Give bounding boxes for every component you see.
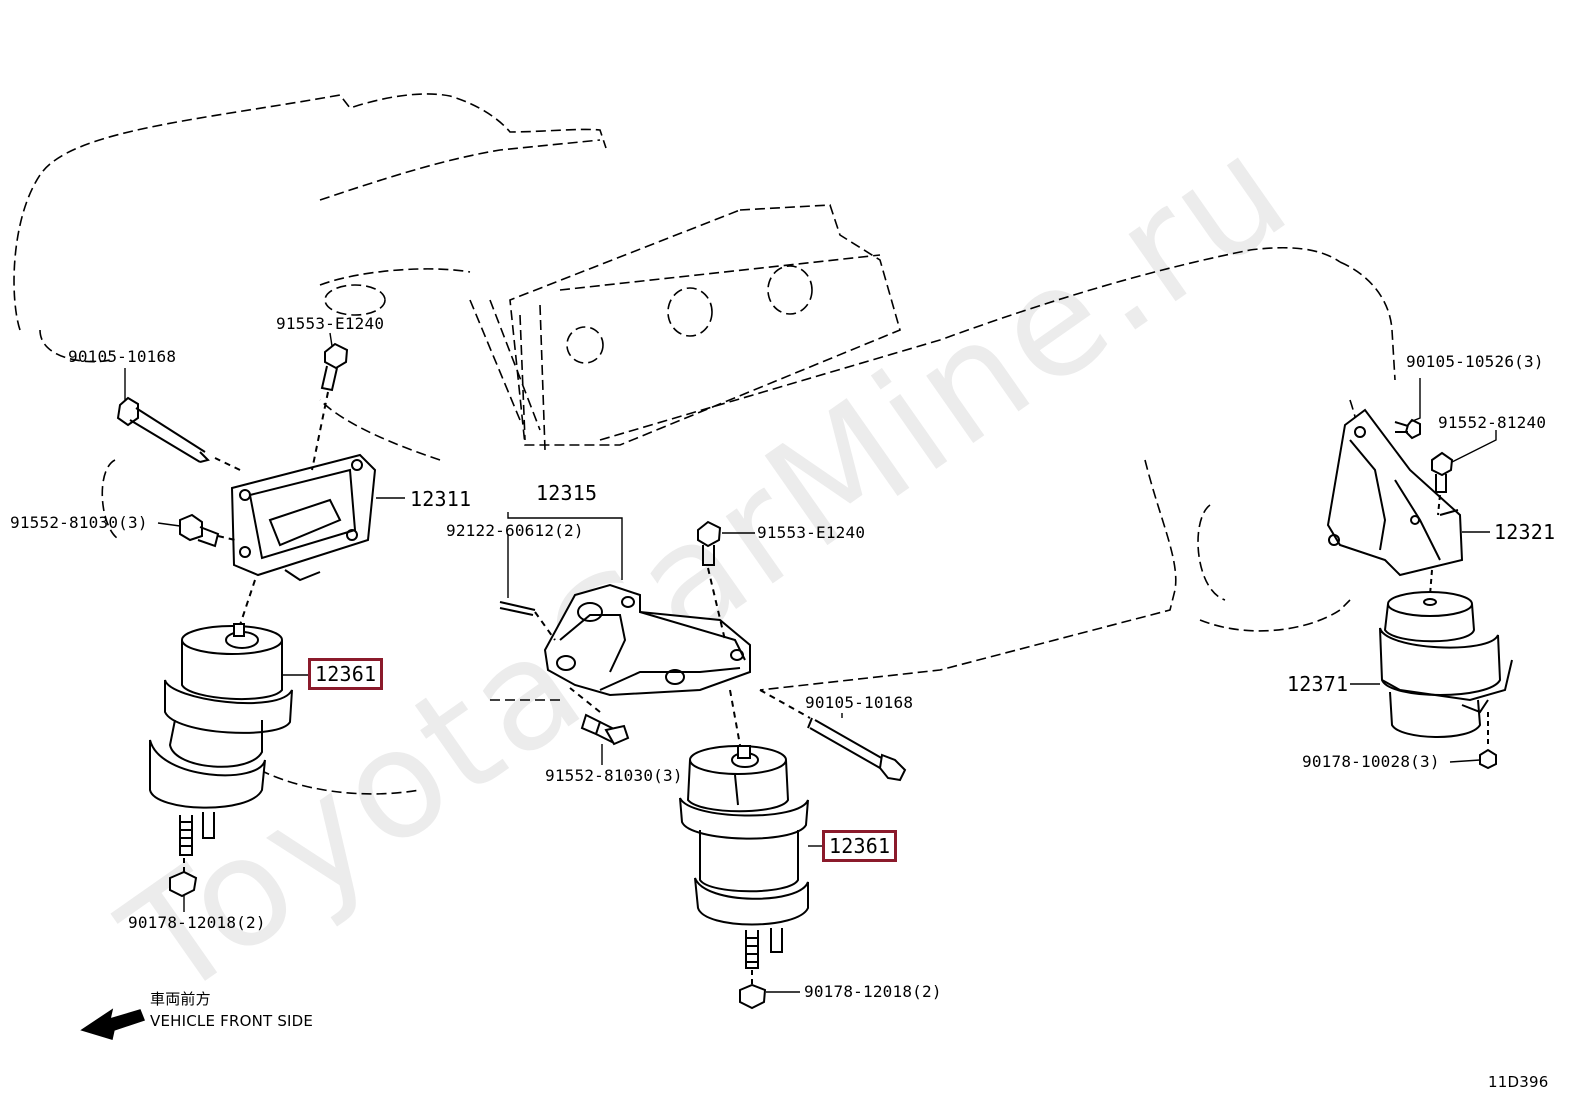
part-label-91553-e1240-top: 91553-E1240 (276, 314, 385, 333)
part-label-91552-81030-mid: 91552-81030(3) (545, 766, 683, 785)
bolt-90105-10526 (1394, 418, 1421, 440)
bracket-12315 (499, 583, 751, 697)
mount-12361-left (149, 579, 293, 898)
part-label-91552-81030-left: 91552-81030(3) (10, 513, 148, 532)
bolt-91552-81030-left (179, 513, 236, 548)
part-label-90105-10526: 90105-10526(3) (1406, 352, 1544, 371)
part-label-12361-left: 12361 (308, 658, 384, 690)
vehicle-front-label-en: VEHICLE FRONT SIDE (150, 1012, 314, 1030)
bolt-91553-e1240-top (311, 342, 349, 471)
bracket-12311 (230, 453, 377, 582)
part-label-12321: 12321 (1494, 520, 1556, 544)
part-label-92122-60612: 92122-60612(2) (446, 521, 584, 540)
part-label-90105-10168-mid: 90105-10168 (805, 693, 914, 712)
bolt-91552-81030-mid (569, 687, 630, 746)
part-label-12371: 12371 (1287, 672, 1349, 696)
part-label-90105-10168-left: 90105-10168 (68, 347, 177, 366)
vehicle-front-label-jp: 車両前方 (150, 990, 211, 1008)
bolt-90105-10168-left (116, 396, 241, 471)
part-label-90178-10028: 90178-10028(3) (1302, 752, 1440, 771)
bolt-91552-81240 (1431, 451, 1454, 516)
part-label-91552-81240: 91552-81240 (1438, 413, 1547, 432)
mount-12371 (1379, 569, 1513, 770)
part-label-90178-12018-left: 90178-12018(2) (128, 913, 266, 932)
bracket-12321 (1326, 408, 1464, 577)
front-direction-arrow (80, 1008, 145, 1040)
figure-code: 11D396 (1488, 1073, 1549, 1091)
part-label-12311: 12311 (410, 487, 472, 511)
part-label-91553-e1240-mid: 91553-E1240 (757, 523, 866, 542)
part-label-12361-center: 12361 (822, 830, 898, 862)
leader-lines (124, 332, 1497, 993)
bolt-91553-e1240-mid (697, 520, 726, 641)
part-label-90178-12018-center: 90178-12018(2) (804, 982, 942, 1001)
bolt-90105-10168-mid (759, 689, 907, 782)
part-label-12315: 12315 (536, 481, 598, 505)
mount-12361-center (679, 689, 809, 1010)
